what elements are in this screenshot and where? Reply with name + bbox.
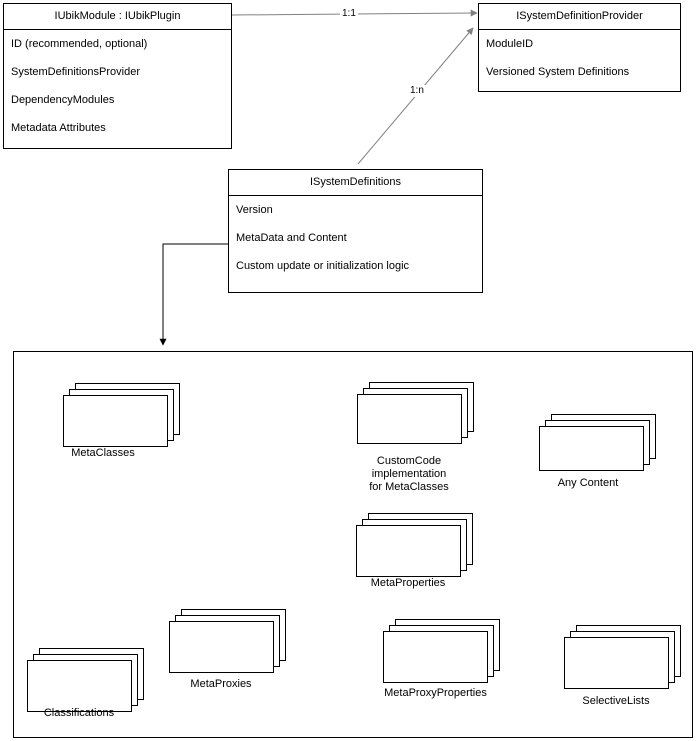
class-box-iubikmodule: IUbikModule : IUbikPlugin ID (recommende… <box>3 3 232 149</box>
stack-label-customcode: CustomCode implementation for MetaClasse… <box>369 455 449 493</box>
stack-label-metaproxies: MetaProxies <box>190 678 252 690</box>
class-row: Version <box>236 204 273 216</box>
stack-label-metaproperties: MetaProperties <box>370 577 446 589</box>
sheet-front <box>564 637 669 689</box>
class-row: ID (recommended, optional) <box>11 38 148 50</box>
stack-metaproxies[interactable] <box>169 609 287 676</box>
class-row: Versioned System Definitions <box>486 66 630 78</box>
stack-label-classifications: Classifications <box>43 707 115 719</box>
class-title: ISystemDefinitionProvider <box>479 4 680 30</box>
class-row: DependencyModules <box>11 94 115 106</box>
class-row: Custom update or initialization logic <box>236 260 410 272</box>
class-row: Metadata Attributes <box>11 122 106 134</box>
sheet-front <box>539 426 644 471</box>
stack-label-selectivelists: SelectiveLists <box>582 695 650 707</box>
edge-label-one-to-one: 1:1 <box>340 8 358 20</box>
stack-anycontent[interactable] <box>539 414 657 476</box>
stack-metaproperties[interactable] <box>356 513 474 580</box>
class-title: IUbikModule : IUbikPlugin <box>4 4 231 30</box>
class-title: ISystemDefinitions <box>229 170 482 196</box>
stack-label-anycontent: Any Content <box>557 477 619 489</box>
stack-selectivelists[interactable] <box>564 625 682 692</box>
stack-customcode[interactable] <box>357 382 475 449</box>
sheet-front <box>169 621 274 673</box>
stack-label-metaproxyproperties: MetaProxyProperties <box>384 687 487 699</box>
class-row: SystemDefinitionsProvider <box>11 66 140 78</box>
stack-metaclasses[interactable] <box>63 383 181 450</box>
edge-label-one-to-n: 1:n <box>408 85 426 97</box>
class-box-isystemdefinitions: ISystemDefinitions Version MetaData and … <box>228 169 483 293</box>
class-box-isystemdefinitionprovider: ISystemDefinitionProvider ModuleID Versi… <box>478 3 681 92</box>
class-row: ModuleID <box>486 38 534 50</box>
class-row: MetaData and Content <box>236 232 347 244</box>
sheet-front <box>383 631 488 683</box>
sheet-front <box>356 525 461 577</box>
stack-classifications[interactable] <box>27 648 145 715</box>
sheet-front <box>63 395 168 447</box>
sheet-front <box>357 394 462 444</box>
sheet-front <box>27 660 132 712</box>
stack-label-metaclasses: MetaClasses <box>71 447 135 459</box>
stack-metaproxyproperties[interactable] <box>383 619 501 686</box>
